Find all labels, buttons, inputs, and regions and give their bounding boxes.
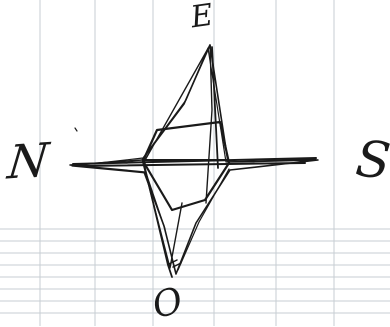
compass-star [70, 45, 318, 277]
north-label: N [6, 136, 51, 185]
south-label: S [353, 133, 390, 186]
pen-mark [75, 128, 77, 131]
east-label: E [189, 1, 215, 34]
